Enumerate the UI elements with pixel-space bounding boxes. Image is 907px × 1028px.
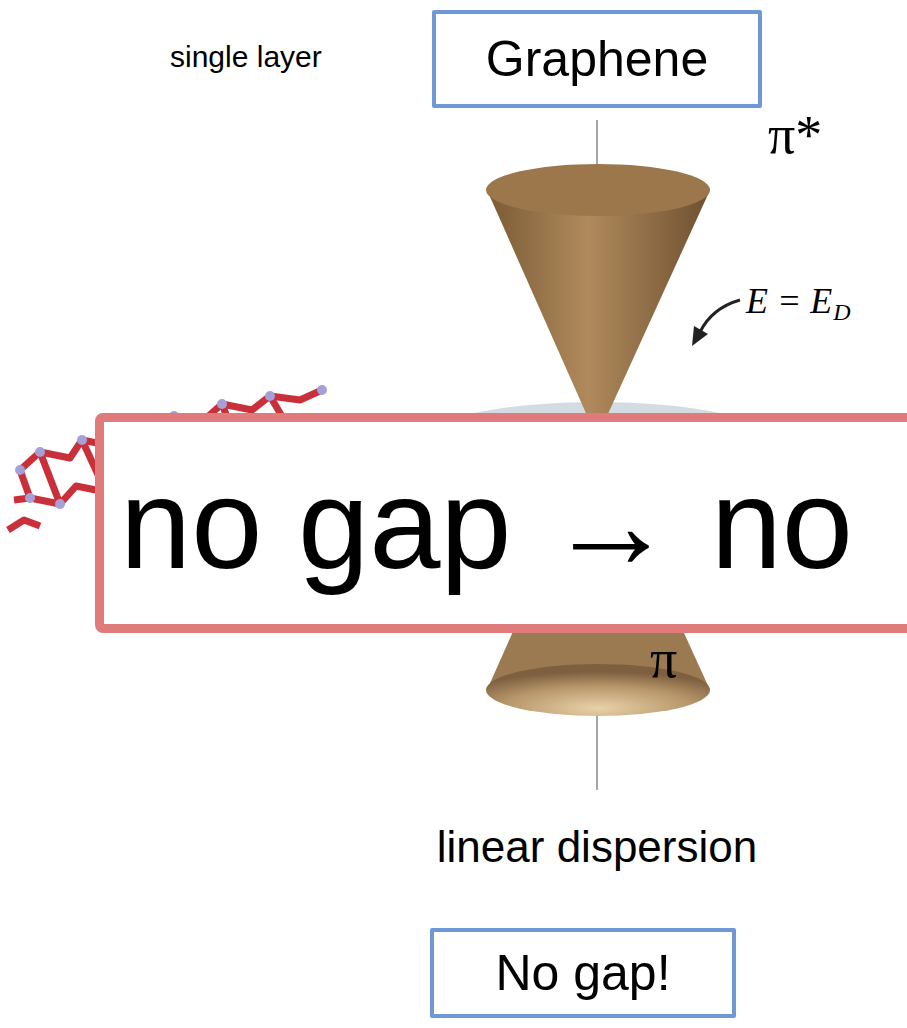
note-text: single layer bbox=[170, 40, 322, 74]
callout-box: no gap → no bbox=[95, 413, 907, 633]
box-text: no gap → no bbox=[120, 450, 853, 597]
band-label: π bbox=[650, 628, 677, 690]
pi-star-cone bbox=[487, 190, 710, 438]
label-box: Graphene bbox=[432, 10, 762, 108]
energy-label: E = E bbox=[746, 280, 832, 322]
box-text: Graphene bbox=[486, 30, 708, 88]
box-text: No gap! bbox=[495, 944, 670, 1002]
pointer-arrow bbox=[700, 300, 740, 332]
band-label: π* bbox=[768, 104, 822, 166]
label-box: No gap! bbox=[430, 928, 736, 1018]
subscript-label: D bbox=[833, 299, 850, 326]
note-text: linear dispersion bbox=[437, 822, 757, 872]
